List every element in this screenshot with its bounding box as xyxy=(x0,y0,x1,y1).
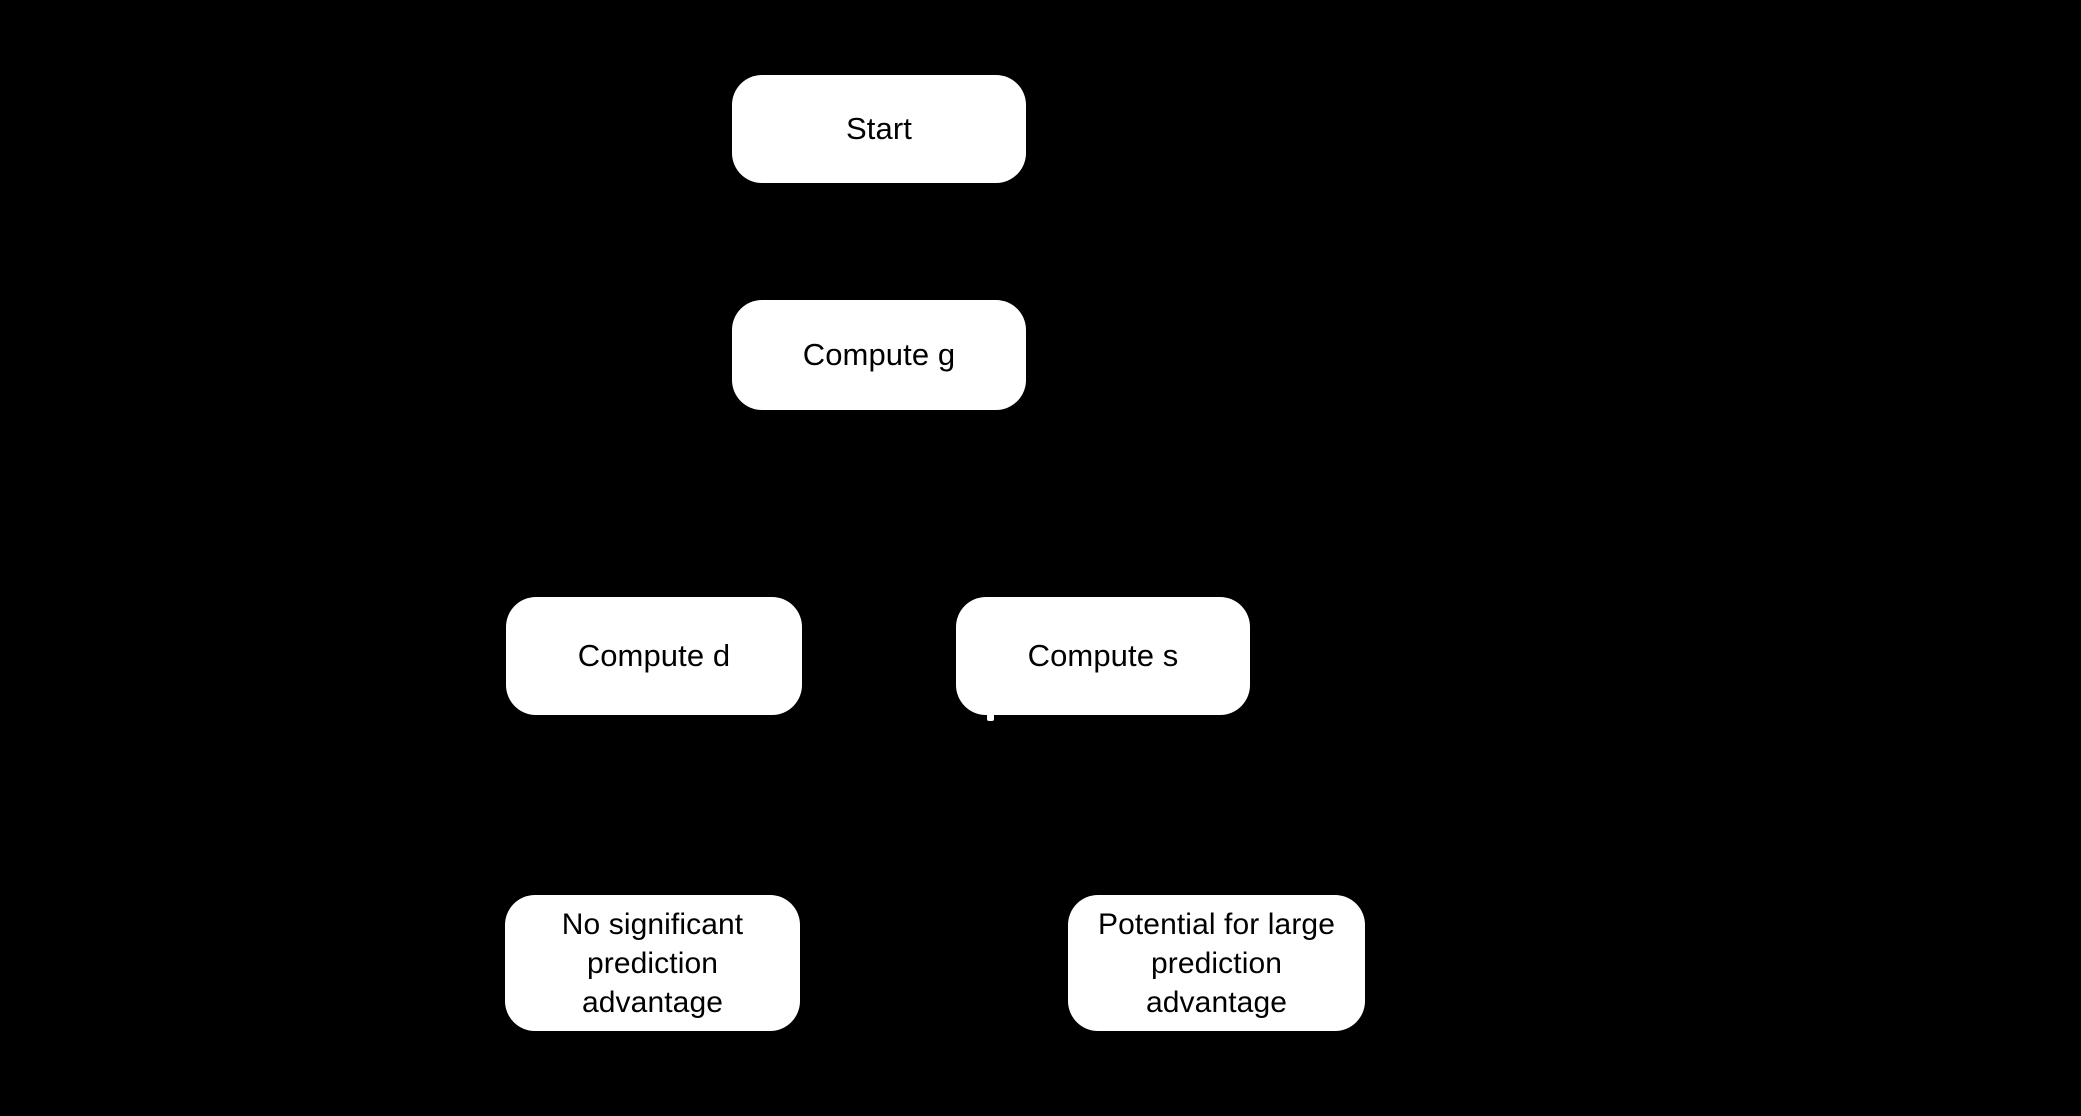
node-potential-for-large-prediction-advantage-label: Potential for large prediction advantage xyxy=(1097,907,1336,1019)
arrowhead-compute-g xyxy=(872,288,886,300)
edge-compute-g-to-compute-d xyxy=(652,410,881,597)
edge-compute-g-to-compute-s xyxy=(877,410,1105,597)
node-compute-d-label: Compute d xyxy=(577,637,731,673)
node-no-significant-prediction-advantage-label: No significant prediction advantage xyxy=(561,907,744,1019)
node-compute-s[interactable]: Compute s xyxy=(956,597,1250,715)
node-no-significant-prediction-advantage[interactable]: No significant prediction advantage xyxy=(505,895,800,1031)
arrowhead-compute-d xyxy=(647,585,661,597)
node-compute-d[interactable]: Compute d xyxy=(506,597,802,715)
node-compute-s-label: Compute s xyxy=(1027,637,1179,673)
node-start-label: Start xyxy=(846,110,912,146)
arrowhead-compute-s xyxy=(1096,585,1110,597)
node-compute-g[interactable]: Compute g xyxy=(732,300,1026,410)
edge-stub-compute-s xyxy=(987,712,994,721)
node-compute-g-label: Compute g xyxy=(802,336,956,372)
node-potential-for-large-prediction-advantage[interactable]: Potential for large prediction advantage xyxy=(1068,895,1365,1031)
edge-compute-s-to-large-advantage xyxy=(1101,715,1218,895)
arrowhead-no-advantage xyxy=(647,883,661,895)
arrowhead-large-advantage xyxy=(1209,883,1223,895)
node-start[interactable]: Start xyxy=(732,75,1026,183)
